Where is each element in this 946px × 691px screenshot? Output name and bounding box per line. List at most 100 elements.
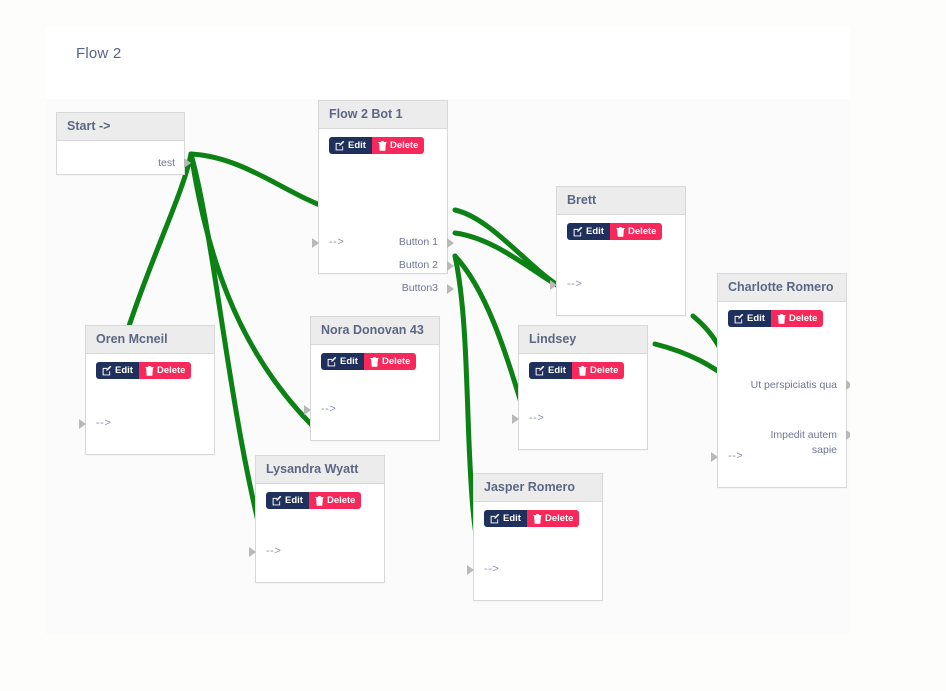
node-actions: Edit Delete	[519, 354, 647, 379]
input-port-arrow-icon	[711, 452, 718, 462]
node-actions: Edit Delete	[256, 484, 384, 509]
node-body: test	[57, 141, 191, 175]
node-body: Edit Delete -->	[249, 484, 384, 583]
output-port-arrow-icon	[447, 284, 454, 294]
output-port[interactable]: Button3	[401, 282, 438, 294]
node-title: Oren Mcneil	[86, 326, 214, 354]
node-body: Edit Delete -->	[304, 345, 439, 441]
output-port[interactable]: test	[158, 157, 175, 169]
node-body: Edit Delete -->	[79, 354, 214, 455]
edit-button[interactable]: Edit	[266, 492, 309, 509]
delete-button[interactable]: Delete	[571, 362, 625, 379]
delete-button-label: Delete	[589, 365, 619, 376]
edit-button-label: Edit	[340, 356, 358, 367]
node-actions: Edit Delete	[718, 302, 846, 327]
input-port[interactable]: -->	[728, 450, 744, 462]
edit-button[interactable]: Edit	[484, 510, 527, 527]
node-body: Edit Delete -->	[467, 502, 602, 601]
output-port[interactable]: Impedit autem sapie	[770, 429, 837, 456]
input-port[interactable]: -->	[266, 545, 282, 557]
output-port[interactable]: Button 1	[398, 236, 438, 248]
edit-button[interactable]: Edit	[728, 310, 771, 327]
output-port-arrow-icon	[846, 380, 850, 390]
trash-icon	[378, 140, 387, 151]
node-title: Brett	[557, 187, 685, 215]
delete-button[interactable]: Delete	[138, 362, 192, 379]
input-port-arrow-icon	[467, 565, 474, 575]
pencil-square-icon	[327, 356, 337, 366]
edit-button[interactable]: Edit	[529, 362, 572, 379]
flow-node-flow2bot1[interactable]: Flow 2 Bot 1 Edit Delete --> Button 1 Button …	[312, 100, 454, 294]
node-title: Lysandra Wyatt	[256, 456, 384, 484]
node-title: Jasper Romero	[474, 474, 602, 502]
node-title: Lindsey	[519, 326, 647, 354]
node-actions: Edit Delete	[474, 502, 602, 527]
delete-button-label: Delete	[389, 140, 419, 151]
edit-button-label: Edit	[348, 140, 366, 151]
edit-button-label: Edit	[503, 513, 521, 524]
output-port[interactable]: Button 2	[398, 259, 438, 271]
pencil-square-icon	[335, 140, 345, 150]
delete-button[interactable]: Delete	[308, 492, 362, 509]
delete-button[interactable]: Delete	[526, 510, 580, 527]
output-port-arrow-icon	[846, 430, 850, 440]
node-title: Flow 2 Bot 1	[319, 101, 447, 129]
trash-icon	[777, 313, 786, 324]
node-body: Edit Delete -->	[550, 215, 685, 316]
trash-icon	[370, 356, 379, 367]
edit-button-label: Edit	[285, 495, 303, 506]
node-actions: Edit Delete	[319, 129, 447, 154]
edit-button[interactable]: Edit	[96, 362, 139, 379]
delete-button-label: Delete	[156, 365, 186, 376]
pencil-square-icon	[490, 513, 500, 523]
input-port[interactable]: -->	[96, 417, 112, 429]
delete-button-label: Delete	[788, 313, 818, 324]
trash-icon	[616, 226, 625, 237]
output-port[interactable]: Ut perspiciatis qua	[750, 379, 837, 391]
input-port[interactable]: -->	[321, 403, 337, 415]
node-title: Charlotte Romero	[718, 274, 846, 302]
trash-icon	[578, 365, 587, 376]
edit-button-label: Edit	[586, 226, 604, 237]
trash-icon	[145, 365, 154, 376]
delete-button[interactable]: Delete	[770, 310, 824, 327]
delete-button-label: Delete	[381, 356, 411, 367]
node-body: Edit Delete --> Button 1 Button 2 Button3	[312, 129, 454, 294]
node-actions: Edit Delete	[557, 215, 685, 240]
input-port[interactable]: -->	[567, 278, 583, 290]
delete-button[interactable]: Delete	[363, 353, 417, 370]
pencil-square-icon	[535, 365, 545, 375]
header-card: Flow 2	[45, 27, 850, 99]
trash-icon	[533, 513, 542, 524]
input-port[interactable]: -->	[329, 236, 345, 248]
input-port-arrow-icon	[79, 419, 86, 429]
pencil-square-icon	[734, 313, 744, 323]
edit-button[interactable]: Edit	[329, 137, 372, 154]
pencil-square-icon	[272, 495, 282, 505]
delete-button[interactable]: Delete	[371, 137, 425, 154]
input-port[interactable]: -->	[484, 563, 500, 575]
connector-edge[interactable]	[188, 151, 336, 213]
trash-icon	[315, 495, 324, 506]
input-port[interactable]: -->	[529, 412, 545, 424]
input-port-arrow-icon	[249, 547, 256, 557]
output-port-arrow-icon	[447, 238, 454, 248]
edit-button[interactable]: Edit	[567, 223, 610, 240]
edit-button-label: Edit	[115, 365, 133, 376]
edit-button[interactable]: Edit	[321, 353, 364, 370]
delete-button[interactable]: Delete	[609, 223, 663, 240]
node-actions: Edit Delete	[311, 345, 439, 370]
input-port-arrow-icon	[304, 405, 311, 415]
flow-node-start[interactable]: Start ->test	[56, 112, 191, 175]
page-title: Flow 2	[76, 45, 122, 62]
